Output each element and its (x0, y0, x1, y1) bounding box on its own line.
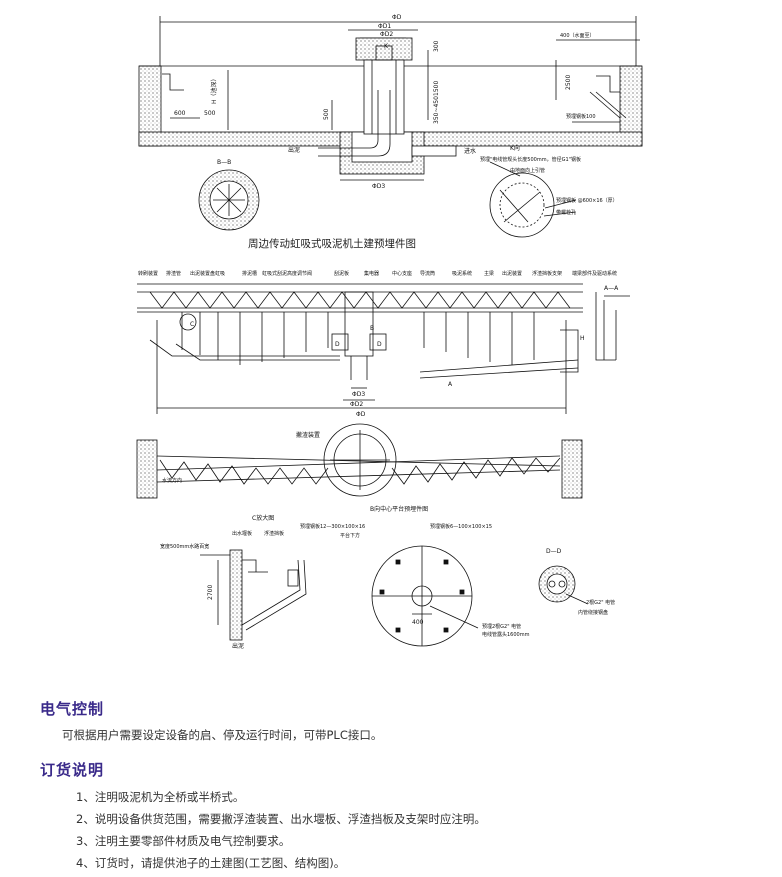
dim-2500: 2500 (565, 75, 572, 90)
tank-section-drawing (138, 16, 643, 238)
dd-label-conduit: 2根G2" 电管 (586, 599, 615, 606)
order-note-2: 2、说明设备供货范围，需要撇浮渣装置、出水堰板、浮渣挡板及支架时应注明。 (76, 812, 486, 826)
dd-title: D—D (546, 548, 562, 555)
order-note-1: 1、注明吸泥机为全桥或半桥式。 (76, 790, 245, 804)
dim-K: K (384, 43, 389, 50)
c-label-baffle: 浮渣挡板 (264, 530, 284, 537)
c-mud-out: 出泥 (232, 642, 244, 650)
mark-d-left: D (335, 341, 340, 348)
b-dim-400: 400 (412, 619, 424, 626)
order-note-3: 3、注明主要零部件材质及电气控制要求。 (76, 834, 291, 848)
order-notes-heading: 订货说明 (40, 761, 105, 779)
label-brush: 转刷装置 (138, 270, 158, 277)
mark-c: C (190, 321, 194, 328)
bridge-elevation-drawing (137, 283, 630, 414)
dim-phiD-2: ΦD (356, 411, 366, 418)
embed-plate: 预埋钢板100 (566, 113, 596, 120)
b-label-conduit: 预埋2根G2" 电管 (482, 623, 521, 630)
label-outlet: 出泥装置 (502, 270, 522, 277)
dim-phiD: ΦD (392, 14, 402, 21)
b-label-plate12: 预埋钢板12—300×100×16 (300, 523, 365, 530)
bridge-plan-drawing (136, 423, 583, 499)
label-siphon: 出泥装置盘虹吸 (190, 270, 225, 277)
note-plate: 预埋钢板 @600×16（厚） (556, 197, 618, 204)
label-main-beam: 主梁 (484, 270, 494, 277)
label-valve: 虹吸式刮泥高度调节阀 (262, 270, 312, 277)
c-detail-title: C放大图 (252, 514, 274, 522)
c-dim-2700: 2700 (207, 585, 214, 600)
dim-350-450: 350~450 (433, 96, 440, 124)
b-label-under: 平台下方 (340, 532, 360, 539)
b-label-expose: 电线管露头1600mm (482, 631, 530, 638)
label-center-support: 中心支座 (392, 270, 412, 277)
label-collector: 集电器 (364, 270, 379, 277)
water-in-label: 进水 (464, 147, 476, 155)
mark-d-right: D (377, 341, 382, 348)
c-label-width: 宽度500mm水路百宽 (160, 543, 209, 550)
dd-label-wire: 内管绕接钢盘 (578, 609, 608, 616)
order-note-4: 4、订货时，请提供池子的土建图(工艺图、结构图)。 (76, 856, 346, 870)
label-end-beam: 端梁部件及驱动系统 (572, 270, 617, 277)
b-label-plate6: 预埋钢板6—100×100×15 (430, 523, 492, 530)
label-suction-system: 吸泥系统 (452, 270, 472, 277)
dim-500b: 500 (323, 108, 330, 120)
dim-phiD2-2: ΦD2 (350, 401, 363, 408)
mark-a: A (448, 381, 453, 388)
label-scum-pipe: 排渣管 (166, 270, 181, 277)
section-bb-label: B—B (217, 159, 231, 166)
drawing1-caption: 周边传动虹吸式吸泥机土建预埋件图 (248, 237, 416, 250)
electric-control-heading: 电气控制 (40, 700, 105, 718)
dim-H: H（池深） (210, 75, 218, 104)
note-from-ground: 由地面向上引管 (510, 167, 545, 174)
c-label-weir: 出水堰板 (232, 530, 252, 537)
dim-phiD3: ΦD3 (372, 183, 385, 190)
mark-b: B (370, 325, 374, 332)
dim-H-2: H (580, 335, 585, 342)
dim-phiD3-2: ΦD3 (352, 391, 365, 398)
scum-device-label: 撇渣装置 (296, 431, 320, 439)
note-conduit: 预埋"电线管规头长度500mm，管径G1"钢板 (480, 156, 581, 163)
detail-drawings (200, 545, 589, 647)
b-platform-title: B向中心平台预埋件图 (370, 505, 428, 513)
label-scraper: 刮泥板 (334, 270, 349, 277)
mud-out-label: 出泥 (288, 146, 300, 154)
label-mud-trough: 排泥槽 (242, 270, 257, 277)
dim-600: 600 (174, 110, 186, 117)
section-aa-label: A—A (604, 285, 619, 292)
note-bolt: 带螺栓孔 (556, 209, 576, 216)
flow-direction-label: 水流方向 (162, 477, 182, 484)
dim-300: 300 (433, 40, 440, 52)
order-notes-list: 1、注明吸泥机为全桥或半桥式。 2、说明设备供货范围，需要撇浮渣装置、出水堰板、… (76, 786, 486, 874)
dim-phiD1: ΦD1 (378, 23, 391, 30)
dim-1500: 1500 (433, 81, 440, 96)
engineering-drawing: ΦD ΦD1 ΦD2 K H（池深） 600 500 500 300 1500 … (136, 14, 643, 650)
label-baffle-support: 浮渣挡板支架 (532, 270, 562, 277)
dim-water: 400（水面至） (560, 32, 595, 39)
dim-phiD2: ΦD2 (380, 31, 393, 38)
dim-500a: 500 (204, 110, 216, 117)
electric-control-text: 可根据用户需要设定设备的启、停及运行时间，可带PLC接口。 (62, 728, 383, 742)
label-guide-tube: 导流筒 (420, 270, 435, 277)
k-view-label: K向 (510, 144, 520, 152)
